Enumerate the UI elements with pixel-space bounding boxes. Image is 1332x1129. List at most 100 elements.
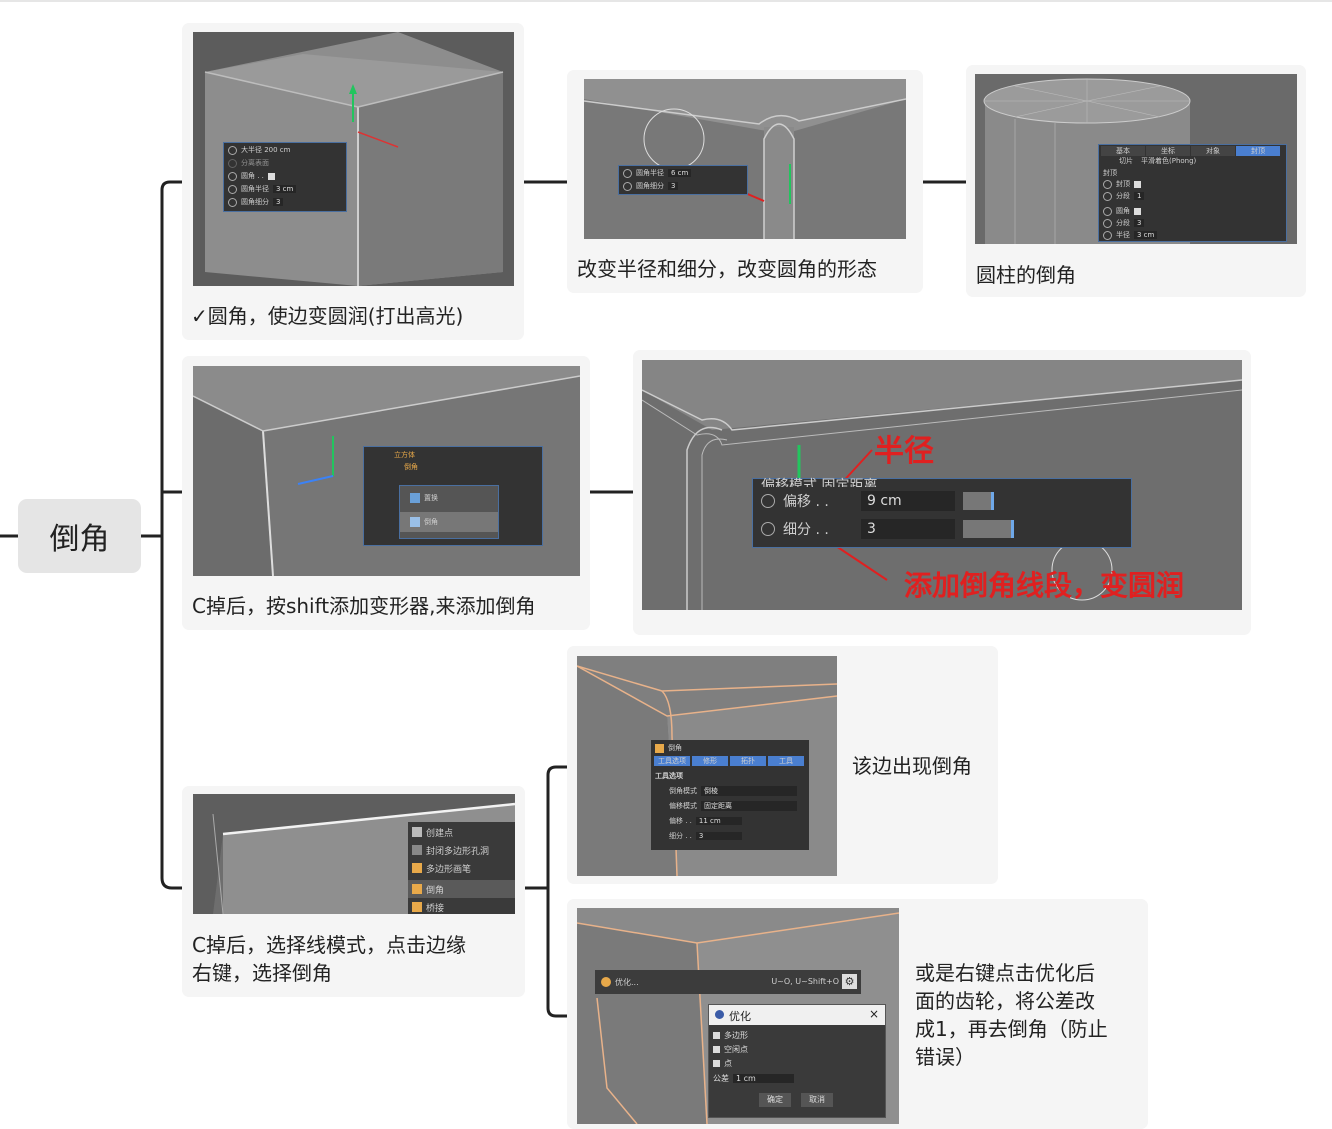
annotation-add-segments: 添加倒角线段，变圆润	[904, 569, 1185, 602]
optimize-icon	[601, 977, 611, 987]
bevel-icon	[655, 743, 664, 753]
tab-tool[interactable]: 工具	[768, 756, 804, 766]
tab-caps[interactable]: 封顶	[1236, 146, 1280, 156]
card-caption: 圆柱的倒角	[976, 263, 1076, 287]
card-caption: 改变半径和细分，改变圆角的形态	[577, 257, 877, 281]
checkbox-label: 多边形	[724, 1030, 748, 1040]
tab-coord[interactable]: 坐标	[1146, 146, 1190, 156]
card-optimize: 优化... U~O, U~Shift+O ⚙ 优化 × 多边形 空闲点 点 公差…	[567, 899, 1148, 1129]
panel-row-label: 半径	[1116, 231, 1130, 239]
panel-row-label: 偏移 . .	[669, 817, 692, 825]
checkbox-unused-points[interactable]	[713, 1045, 720, 1053]
top-divider	[0, 0, 1332, 2]
tolerance-field[interactable]: 1 cm	[733, 1073, 794, 1083]
panel-field[interactable]: 3 cm	[1134, 231, 1158, 239]
panel-row-label: 圆角	[1116, 207, 1130, 215]
offset-field[interactable]: 9 cm	[861, 491, 955, 511]
panel-row-text: 大半径 200 cm	[241, 146, 291, 154]
card-bevel-annotated: 偏移模式 固定距离 偏移 . . 9 cm 细分 . . 3 半径 添加倒角线段…	[633, 350, 1251, 635]
checkbox-polygons[interactable]	[713, 1031, 720, 1039]
tab-phong[interactable]: 平滑着色(Phong)	[1141, 157, 1197, 165]
panel-field[interactable]: 3 cm	[273, 185, 297, 193]
screenshot-radius: 圆角半径 6 cm 圆角细分 3	[584, 79, 906, 239]
object-bevel[interactable]: 倒角	[404, 463, 418, 471]
object-manager: 立方体 倒角 置换 倒角	[363, 446, 543, 546]
panel-field[interactable]: 1	[1134, 192, 1145, 200]
panel-row-label: 分段	[1116, 219, 1130, 227]
offset-slider[interactable]	[963, 492, 994, 510]
panel-field[interactable]: 倒棱	[701, 786, 797, 796]
panel-field[interactable]: 3	[668, 182, 679, 190]
panel-field[interactable]: 3	[1134, 219, 1145, 227]
checkbox[interactable]	[1134, 207, 1141, 215]
ok-button[interactable]: 确定	[759, 1093, 791, 1107]
shortcut-text: U~O, U~Shift+O	[771, 977, 839, 986]
checkbox-label: 空闲点	[724, 1044, 748, 1054]
panel-row-text: 圆角 . .	[241, 172, 264, 180]
panel-row-label: 圆角细分	[636, 182, 664, 190]
menu-item-close-hole[interactable]: 封闭多边形孔洞	[426, 846, 490, 857]
panel-row-text: 偏移模式 固定距离	[761, 478, 878, 487]
panel-field[interactable]: 3	[273, 198, 284, 206]
menu-item-bevel[interactable]: 倒角	[426, 885, 445, 896]
panel-title: 倒角	[668, 744, 682, 752]
menu-item-optimize[interactable]: 优化...	[615, 977, 639, 987]
panel-field[interactable]: 3	[695, 832, 742, 840]
tab-topology[interactable]: 拓扑	[730, 756, 766, 766]
checkbox[interactable]	[1134, 180, 1141, 188]
screenshot-optimize: 优化... U~O, U~Shift+O ⚙ 优化 × 多边形 空闲点 点 公差…	[577, 908, 899, 1124]
panel-row-label: 偏移模式	[669, 802, 697, 810]
card-caption: C掉后，选择线模式，点击边缘 右键，选择倒角	[192, 933, 466, 985]
object-cube[interactable]: 立方体	[394, 451, 415, 459]
checkbox[interactable]	[267, 172, 275, 180]
optimize-dialog-icon	[715, 1010, 724, 1019]
panel-field[interactable]: 6 cm	[668, 169, 692, 177]
close-hole-icon	[412, 845, 422, 855]
bevel-panel: 偏移模式 固定距离 偏移 . . 9 cm 细分 . . 3	[752, 478, 1132, 548]
displace-icon	[410, 493, 420, 503]
menu-bevel[interactable]: 倒角	[424, 518, 438, 526]
panel-field[interactable]: 固定距离	[701, 801, 797, 811]
close-icon[interactable]: ×	[868, 1007, 879, 1021]
optimize-menu-row: 优化... U~O, U~Shift+O ⚙	[595, 970, 861, 994]
screenshot-edge-bevel: 倒角 工具选项 修形 拓扑 工具 工具选项 倒角模式倒棱 偏移模式固定距离 偏移…	[577, 656, 837, 876]
context-menu: 创建点 封闭多边形孔洞 多边形画笔 倒角 桥接	[408, 822, 515, 914]
card-caption: 该边出现倒角	[852, 754, 972, 778]
card-deformer: 立方体 倒角 置换 倒角 C掉后，按shift添加变形器,来添加倒角	[182, 356, 590, 630]
panel-row-label: 细分 . .	[783, 522, 829, 538]
panel-row-label: 倒角模式	[669, 787, 697, 795]
tab-slice[interactable]: 切片	[1119, 157, 1133, 165]
root-node[interactable]: 倒角	[18, 499, 141, 573]
card-radius-subdivision: 圆角半径 6 cm 圆角细分 3 改变半径和细分，改变圆角的形态	[567, 70, 923, 293]
tab-object[interactable]: 对象	[1191, 146, 1235, 156]
tab-shaping[interactable]: 修形	[692, 756, 728, 766]
panel-row-text: 分离表面	[241, 159, 269, 167]
subdivision-slider[interactable]	[963, 520, 1014, 538]
menu-item-polygon-pen[interactable]: 多边形画笔	[426, 864, 472, 875]
card-caption: ✓圆角，使边变圆润(打出高光)	[191, 304, 464, 328]
section-title: 封顶	[1103, 169, 1117, 177]
panel-row-label: 圆角半径	[636, 169, 664, 177]
dialog-title: 优化	[729, 1010, 751, 1023]
menu-displace[interactable]: 置换	[424, 494, 438, 502]
panel-row-label: 封顶	[1116, 180, 1130, 188]
panel-field[interactable]: 11 cm	[695, 817, 742, 825]
screenshot-bevel-annotated: 偏移模式 固定距离 偏移 . . 9 cm 细分 . . 3 半径 添加倒角线段…	[642, 360, 1242, 610]
menu-item-bridge[interactable]: 桥接	[426, 903, 445, 914]
cancel-button[interactable]: 取消	[801, 1093, 833, 1107]
polygon-pen-icon	[412, 863, 422, 873]
annotation-radius: 半径	[874, 434, 934, 469]
screenshot-context-menu: 创建点 封闭多边形孔洞 多边形画笔 倒角 桥接	[193, 794, 515, 914]
gear-icon[interactable]: ⚙	[842, 974, 857, 989]
section-title: 工具选项	[655, 772, 683, 780]
tab-basic[interactable]: 基本	[1101, 146, 1145, 156]
checkbox-points[interactable]	[713, 1059, 720, 1067]
menu-item-create-point[interactable]: 创建点	[426, 828, 454, 839]
subdivision-field[interactable]: 3	[861, 519, 955, 539]
tab-tool-options[interactable]: 工具选项	[654, 756, 690, 766]
bevel-icon	[412, 884, 422, 894]
